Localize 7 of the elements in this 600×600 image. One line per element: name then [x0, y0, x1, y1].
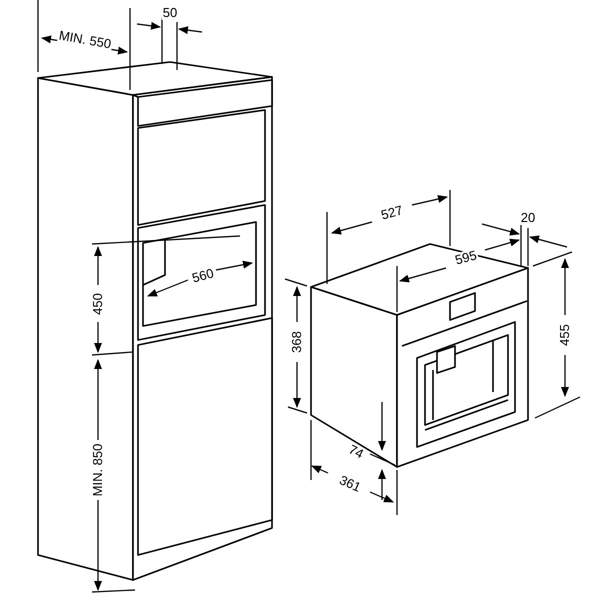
dimension-label: 455 — [558, 323, 572, 347]
dimension-label: MIN. 550 — [56, 28, 114, 52]
dimension-label: 450 — [91, 292, 105, 316]
dimension-label: 368 — [290, 330, 304, 354]
dimension-label: 50 — [162, 6, 178, 20]
dimension-label: MIN. 850 — [91, 442, 105, 498]
dimension-label: 20 — [520, 211, 536, 225]
